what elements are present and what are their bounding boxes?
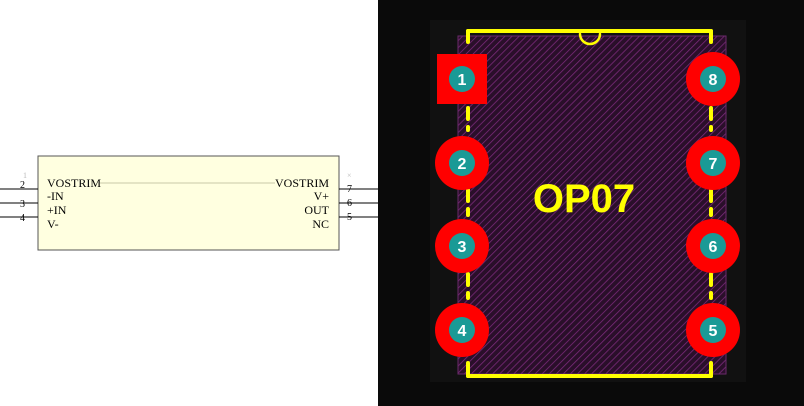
pad-number-2: 2 xyxy=(458,156,467,173)
pad-number-1: 1 xyxy=(458,72,467,89)
pad-2[interactable]: 2 xyxy=(435,136,489,190)
symbol-body xyxy=(37,155,340,251)
pin-number-5: 5 xyxy=(347,212,352,223)
pin-label-minus-in: -IN xyxy=(47,189,64,203)
pcb-footprint: 1 2 3 4 8 xyxy=(430,20,746,382)
pin-number-3: 3 xyxy=(20,199,25,210)
schematic-symbol-panel[interactable]: 1 × 2 3 4 7 6 5 VOSTRIM -IN +IN V- VOSTR… xyxy=(0,0,378,406)
pin-number-1: 1 xyxy=(23,171,27,180)
silkscreen-outline xyxy=(466,29,713,378)
pin-label-plus-in: +IN xyxy=(47,203,67,217)
pad-number-7: 7 xyxy=(709,156,718,173)
pin-label-out: OUT xyxy=(304,203,329,217)
pad-number-5: 5 xyxy=(709,323,718,340)
pin-label-nc: NC xyxy=(312,217,329,231)
courtyard-area xyxy=(457,35,727,375)
pin-label-vostrim-left: VOSTRIM xyxy=(47,176,101,190)
pin-number-4: 4 xyxy=(20,213,25,224)
pad-number-8: 8 xyxy=(709,72,718,89)
pad-6[interactable]: 6 xyxy=(686,219,740,273)
pin-number-6: 6 xyxy=(347,198,352,209)
pad-1[interactable]: 1 xyxy=(437,54,487,104)
pcb-footprint-panel[interactable]: 1 2 3 4 8 xyxy=(378,0,804,406)
pin-label-v-plus: V+ xyxy=(314,189,330,203)
pin-number-8: × xyxy=(347,171,352,180)
pin-number-2: 2 xyxy=(20,180,25,191)
pad-5[interactable]: 5 xyxy=(686,303,740,357)
part-label: OP07 xyxy=(533,177,635,221)
pad-number-6: 6 xyxy=(709,239,718,256)
pad-3[interactable]: 3 xyxy=(435,219,489,273)
pad-8[interactable]: 8 xyxy=(686,52,740,106)
pad-number-3: 3 xyxy=(458,239,467,256)
pin-number-7: 7 xyxy=(347,184,352,195)
pad-4[interactable]: 4 xyxy=(435,303,489,357)
pad-7[interactable]: 7 xyxy=(686,136,740,190)
pin-label-v-minus: V- xyxy=(47,217,59,231)
schematic-symbol: 1 × 2 3 4 7 6 5 VOSTRIM -IN +IN V- VOSTR… xyxy=(0,155,378,251)
pad-number-4: 4 xyxy=(458,323,467,340)
pin-label-vostrim-right: VOSTRIM xyxy=(275,176,329,190)
